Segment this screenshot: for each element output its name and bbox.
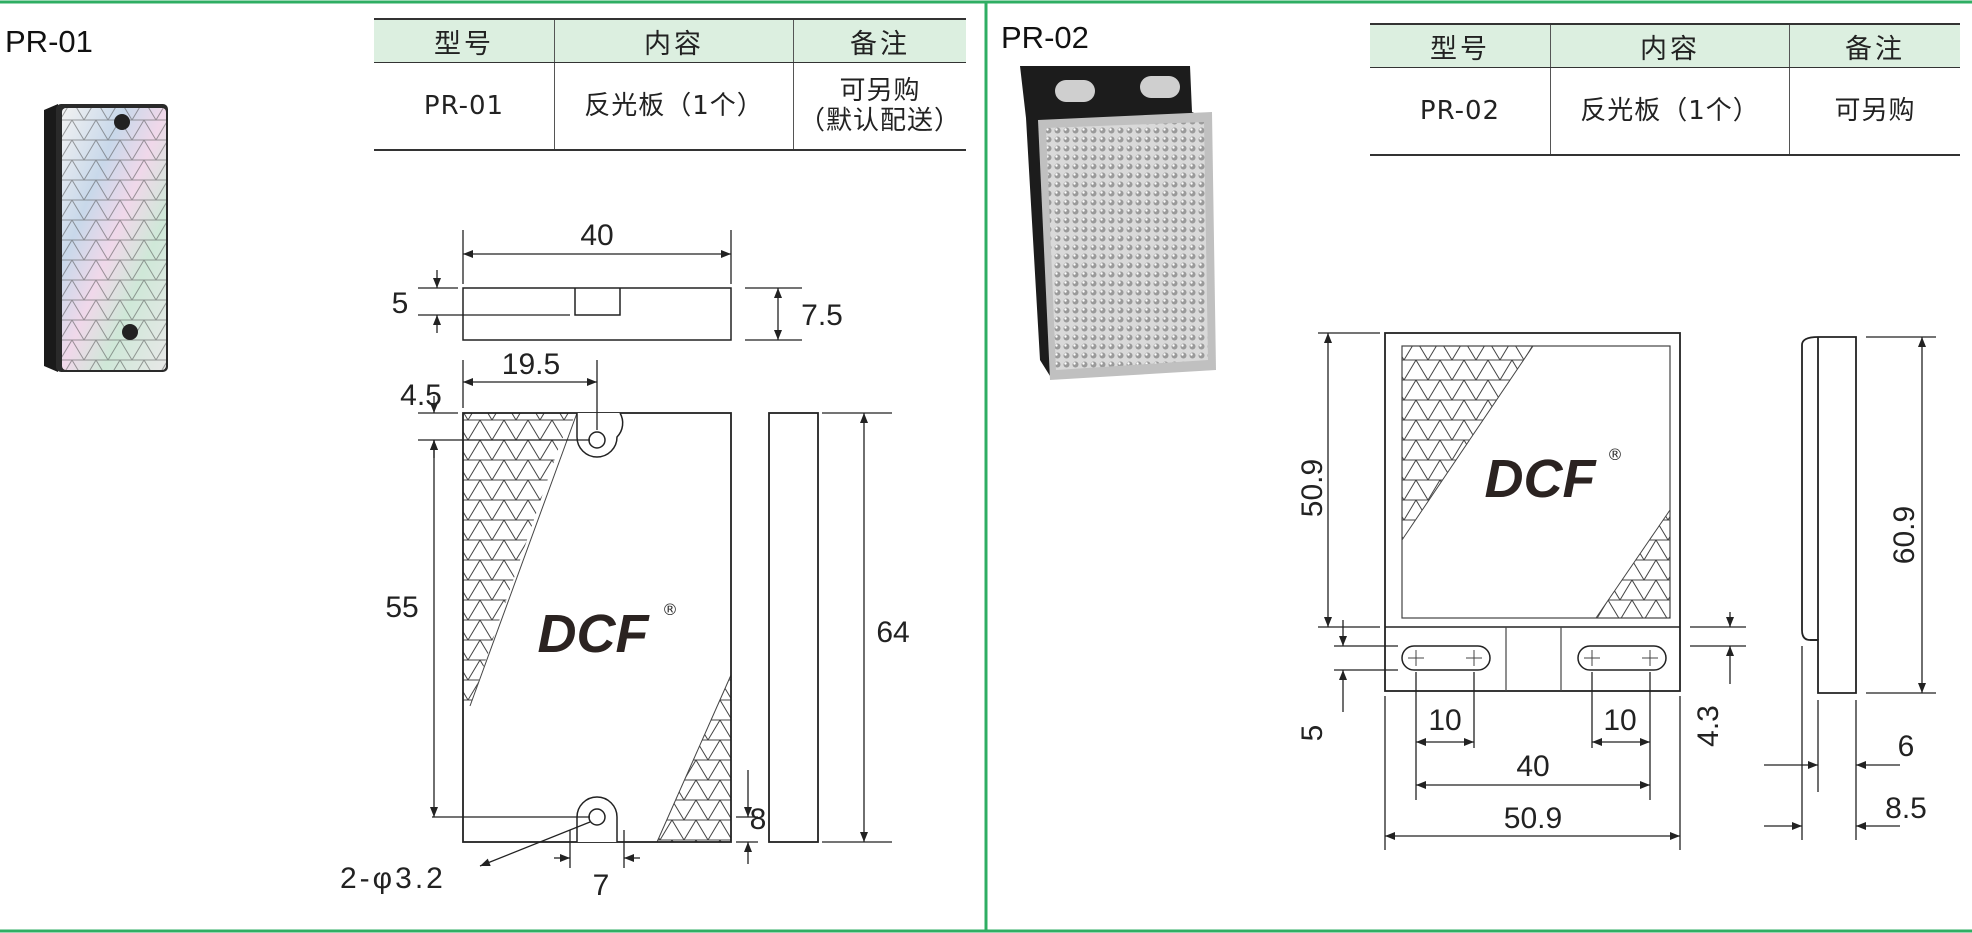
pr02-dim-width: 50.9 (1504, 802, 1562, 835)
pr01-front-view (462, 412, 732, 843)
pr02-registered-mark: ® (1607, 445, 1623, 464)
pr02-dim-tab-height: 5 (1296, 725, 1329, 742)
pr02-side-view (1801, 336, 1857, 694)
pr02-front-view (1384, 332, 1681, 692)
pr01-dim-width: 40 (580, 219, 613, 252)
pr02-col-content: 内容 (1550, 23, 1790, 68)
pr02-dim-thickness-total: 8.5 (1885, 792, 1927, 825)
pr02-cell-note: 可另购 (1789, 67, 1960, 156)
pr02-dimension-labels: 50.9 60.9 5 4.3 10 10 40 50.9 6 8.5 (1296, 459, 1927, 835)
pr02-dim-slot-width-right: 10 (1603, 704, 1636, 737)
pr01-dim-hole-bottom: 8 (750, 803, 767, 836)
table-header-row: 型号 内容 备注 (374, 18, 966, 63)
pr01-spec-table: 型号 内容 备注 PR-01 反光板（1个） 可另购 （默认配送） (374, 18, 966, 151)
pr01-brand-logo: DCF (538, 604, 651, 664)
pr02-title: PR-02 (1001, 20, 1089, 55)
pr01-dim-hole-note: 2-φ3.2 (340, 862, 446, 895)
pr01-dimension-labels: 40 5 7.5 19.5 4.5 55 64 8 7 2-φ3.2 (340, 219, 910, 902)
pr01-cell-model: PR-01 (374, 62, 555, 151)
pr02-spec-table: 型号 内容 备注 PR-02 反光板（1个） 可另购 (1370, 23, 1960, 156)
table-header-row: 型号 内容 备注 (1370, 23, 1960, 68)
pr01-col-model: 型号 (374, 18, 555, 63)
pr01-dim-hole-offset-x: 19.5 (502, 348, 560, 381)
pr02-col-model: 型号 (1370, 23, 1551, 68)
table-row: PR-01 反光板（1个） 可另购 （默认配送） (374, 62, 966, 151)
pr01-side-view (768, 412, 819, 843)
pr01-dim-height: 64 (876, 616, 909, 649)
pr02-cell-content: 反光板（1个） (1550, 67, 1790, 156)
pr01-note-line1: 可另购 (839, 76, 921, 106)
pr02-dim-thickness-thin: 6 (1898, 730, 1915, 763)
pr01-registered-mark: ® (662, 600, 678, 619)
pr01-cell-content: 反光板（1个） (554, 62, 794, 151)
pr02-dim-slot-width-left: 10 (1428, 704, 1461, 737)
pr01-dim-hole-width: 7 (593, 869, 610, 902)
pr01-col-content: 内容 (554, 18, 794, 63)
pr02-cell-model: PR-02 (1370, 67, 1551, 156)
pr02-col-note: 备注 (1789, 23, 1960, 68)
pr02-dim-slot-pitch: 40 (1516, 750, 1549, 783)
pr02-dim-slot-offset: 4.3 (1692, 705, 1725, 747)
pr02-dimension-lines (1318, 332, 1936, 850)
pr01-note-line2: （默认配送） (798, 106, 961, 136)
pr01-dimension-lines (418, 230, 892, 868)
pr01-cell-note: 可另购 （默认配送） (793, 62, 966, 151)
table-row: PR-02 反光板（1个） 可另购 (1370, 67, 1960, 156)
pr01-top-view (462, 287, 732, 341)
pr01-dim-thickness: 7.5 (801, 299, 843, 332)
pr01-product-photo (44, 104, 168, 372)
pr02-product-photo (1020, 66, 1216, 380)
pr02-dim-total-height: 60.9 (1888, 506, 1921, 564)
pr02-dim-reflector-height: 50.9 (1296, 459, 1329, 517)
pr01-col-note: 备注 (793, 18, 966, 63)
pr01-dim-hole-pitch: 55 (385, 591, 418, 624)
pr02-brand-logo: DCF (1485, 449, 1598, 509)
pr01-dim-hole-offset-y: 4.5 (400, 379, 442, 412)
pr01-dim-slot-depth: 5 (392, 287, 409, 320)
pr01-title: PR-01 (5, 24, 93, 59)
